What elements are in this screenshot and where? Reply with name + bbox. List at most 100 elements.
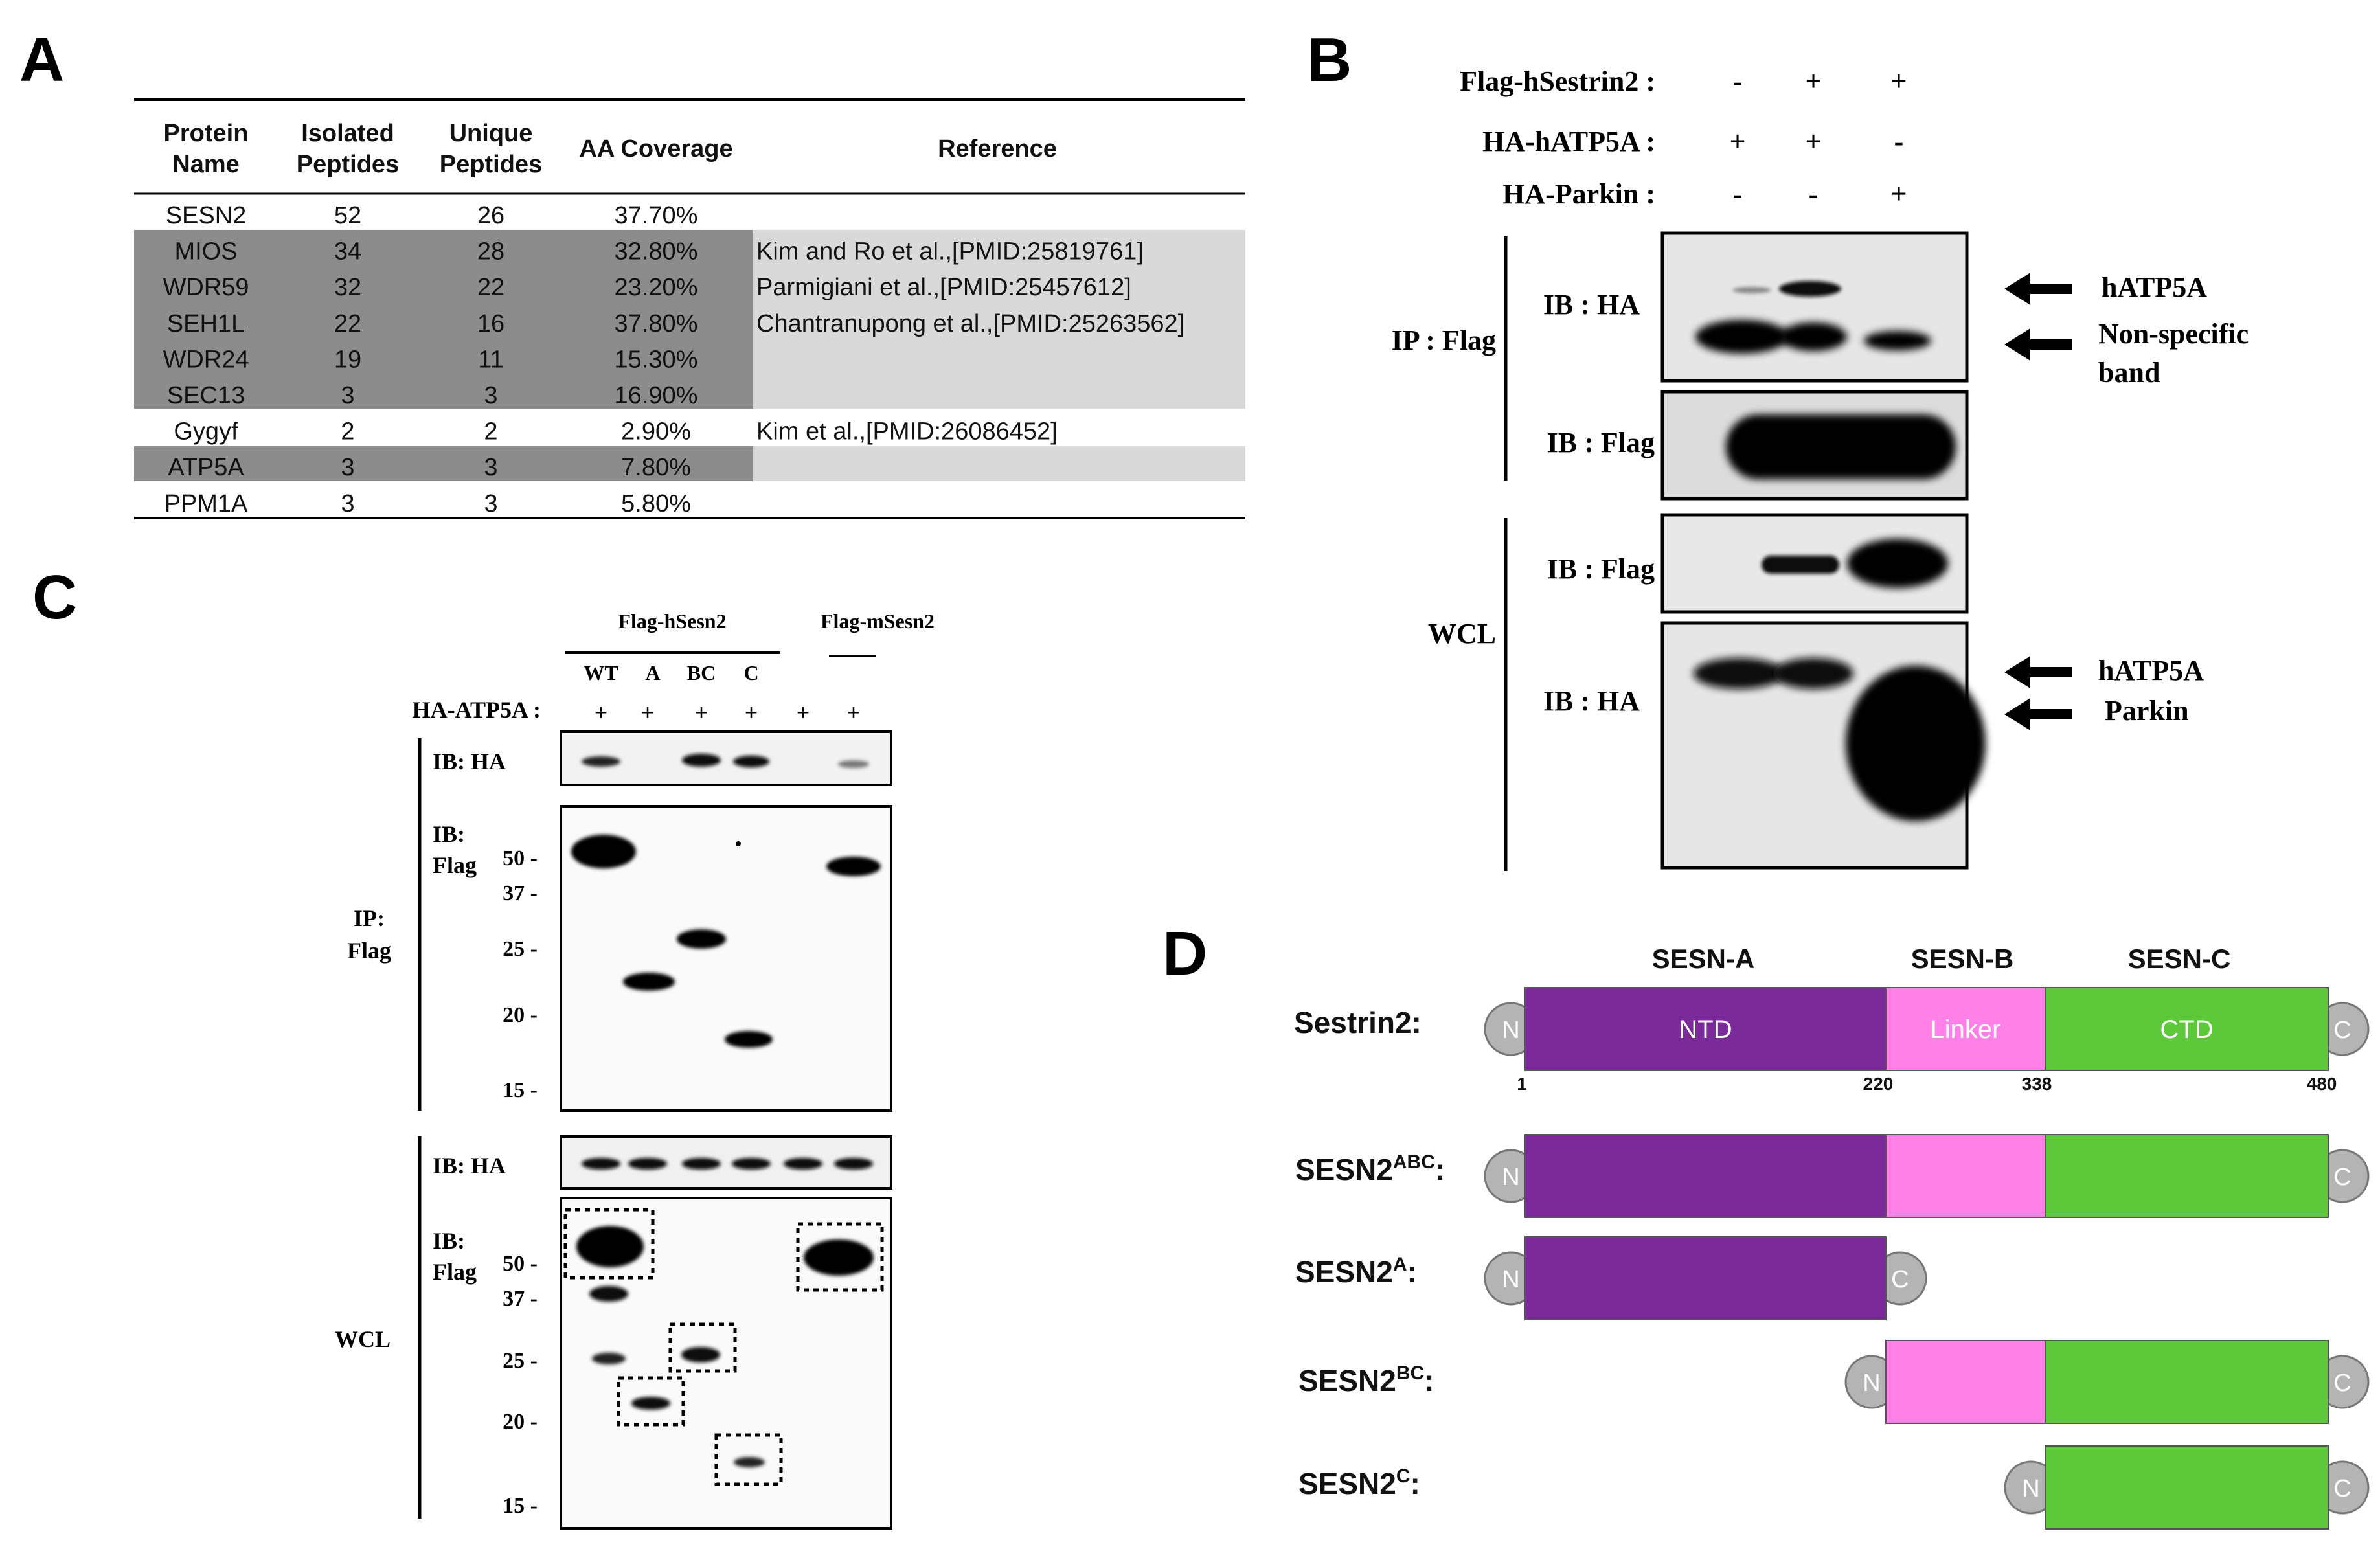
panel-d: D SESN-A SESN-B SESN-C Sestrin2: SESN2AB…: [1162, 919, 2370, 1530]
label-sesn-b: SESN-B: [1911, 944, 2014, 974]
mw-37: 37 -: [503, 1287, 538, 1311]
table-cell-name: Gygyf: [174, 418, 238, 446]
band-parkin: [1846, 666, 1986, 821]
panel-c: C Flag-hSesn2 Flag-mSesn2 WT A BC C HA-A…: [32, 563, 935, 1530]
table-cell-name: WDR59: [163, 274, 249, 301]
ib-label-ha-wcl: IB : HA: [1543, 685, 1640, 717]
lane-label-flag: Flag-hSestrin2 :: [1460, 65, 1655, 97]
band-wt: [571, 835, 636, 868]
domain-segment: [2045, 987, 2329, 1071]
ha-sign: +: [641, 699, 655, 725]
construct-c: SESN2C:: [1298, 1465, 1420, 1500]
table-cell-name: SEH1L: [167, 310, 245, 337]
ib-label-flag-wcl: IB : Flag: [1547, 553, 1655, 585]
ib-labels-c: IB: HA IB: Flag IB: HA IB: Flag: [433, 749, 506, 1285]
table-cell-coverage: 23.20%: [615, 274, 698, 301]
table-cell-ref: Kim and Ro et al.,[PMID:25819761]: [756, 238, 1144, 266]
mw-20: 20 -: [503, 1003, 538, 1027]
segment-label: Linker: [1931, 1015, 2001, 1044]
band-flag-ip: [1726, 414, 1956, 479]
lane-labels-c: WT A BC C: [584, 661, 758, 684]
domain-segment: [1885, 1340, 2046, 1424]
band-nonspecific-1: [1695, 320, 1789, 354]
mw-20: 20 -: [503, 1410, 538, 1434]
header-isolated-2: Peptides: [297, 151, 399, 178]
ha-atp5a-label: HA-ATP5A :: [413, 697, 541, 723]
construct-labels: Sestrin2: SESN2ABC: SESN2A: SESN2BC: SES…: [1294, 1006, 1445, 1500]
mw-25: 25 -: [503, 937, 538, 961]
pos-1: 1: [1517, 1074, 1527, 1094]
domain-segment: [2045, 1445, 2329, 1530]
n-label: N: [1502, 1266, 1519, 1293]
band-nonspecific-3: [1864, 331, 1931, 350]
band-flag-wcl-3: [1847, 539, 1948, 588]
pos-338: 338: [2022, 1074, 2052, 1094]
domain-segment: [1885, 987, 2046, 1071]
blot-c-wcl-ha: [560, 1135, 892, 1190]
table-cell-isolated: 34: [334, 238, 361, 266]
domain-segment: [2045, 1340, 2329, 1424]
table-cell-name: SEC13: [167, 382, 245, 409]
blot-b-wcl-flag: [1660, 513, 1969, 614]
table-cell-name: SESN2: [166, 202, 247, 229]
table-cell-coverage: 2.90%: [621, 418, 691, 446]
table-cell-unique: 3: [484, 490, 497, 517]
table-cell-unique: 3: [484, 382, 497, 409]
band-hatp5a-2: [1773, 658, 1853, 689]
pos-480: 480: [2307, 1074, 2337, 1094]
table-cell-coverage: 37.80%: [615, 310, 698, 337]
lane-header-b: Flag-hSestrin2 : HA-hATP5A : HA-Parkin :: [1460, 65, 1655, 210]
table-cell-coverage: 5.80%: [621, 490, 691, 517]
header-isolated-1: Isolated: [301, 120, 394, 147]
mw-15: 15 -: [503, 1078, 538, 1102]
band-a: [631, 1397, 670, 1410]
band-c: [725, 1031, 773, 1048]
ib-flag-ip-1: IB:: [433, 821, 465, 847]
lane-sign: -: [1809, 178, 1819, 210]
c-label: C: [2333, 1370, 2351, 1397]
ip-label-c-2: Flag: [347, 938, 391, 964]
table-cell-ref: Chantranupong et al.,[PMID:25263562]: [756, 310, 1184, 337]
ib-label-ha-ip: IB : HA: [1543, 289, 1640, 321]
table-cell-coverage: 15.30%: [615, 346, 698, 373]
group-label-msesn2: Flag-mSesn2: [821, 609, 935, 633]
ib-flag-wcl-2: Flag: [433, 1259, 477, 1285]
group-ip-flag: IP : Flag: [1392, 324, 1496, 356]
highlight-boxes: [563, 1208, 884, 1486]
band-bc: [677, 929, 726, 949]
mw-37: 37 -: [503, 881, 538, 905]
lane-sign: +: [1890, 65, 1907, 97]
table-cell-isolated: 52: [334, 202, 361, 229]
lane-signs-b: -++++---+: [1729, 65, 1907, 210]
table-cell-isolated: 2: [341, 418, 354, 446]
n-label: N: [2022, 1475, 2039, 1502]
band-ha: [784, 1158, 822, 1170]
mw-50: 50 -: [503, 1252, 538, 1276]
residue-positions: 1 220 338 480: [1517, 1074, 2337, 1094]
speck: [736, 841, 741, 846]
mw-50: 50 -: [503, 846, 538, 870]
header-protein-1: Protein: [164, 120, 249, 147]
table-cell-isolated: 32: [334, 274, 361, 301]
table-cell-isolated: 19: [334, 346, 361, 373]
table-cell-coverage: 37.70%: [615, 202, 698, 229]
table-cell-unique: 2: [484, 418, 497, 446]
ib-ha-ip: IB: HA: [433, 749, 506, 774]
lane-sign: +: [1890, 178, 1907, 210]
box-mouse: [796, 1222, 884, 1292]
table-cell-name: ATP5A: [168, 454, 244, 481]
table-cell-ref: Kim et al.,[PMID:26086452]: [756, 418, 1058, 446]
blot-frame: [1660, 231, 1969, 383]
shade-atp5a-refs: [753, 446, 1245, 481]
header-protein-2: Name: [172, 151, 240, 178]
segment-label: NTD: [1679, 1015, 1732, 1044]
c-label: C: [2333, 1475, 2351, 1502]
band-c: [734, 1457, 765, 1467]
band-ha: [834, 1158, 873, 1170]
panel-label-b: B: [1307, 25, 1352, 95]
